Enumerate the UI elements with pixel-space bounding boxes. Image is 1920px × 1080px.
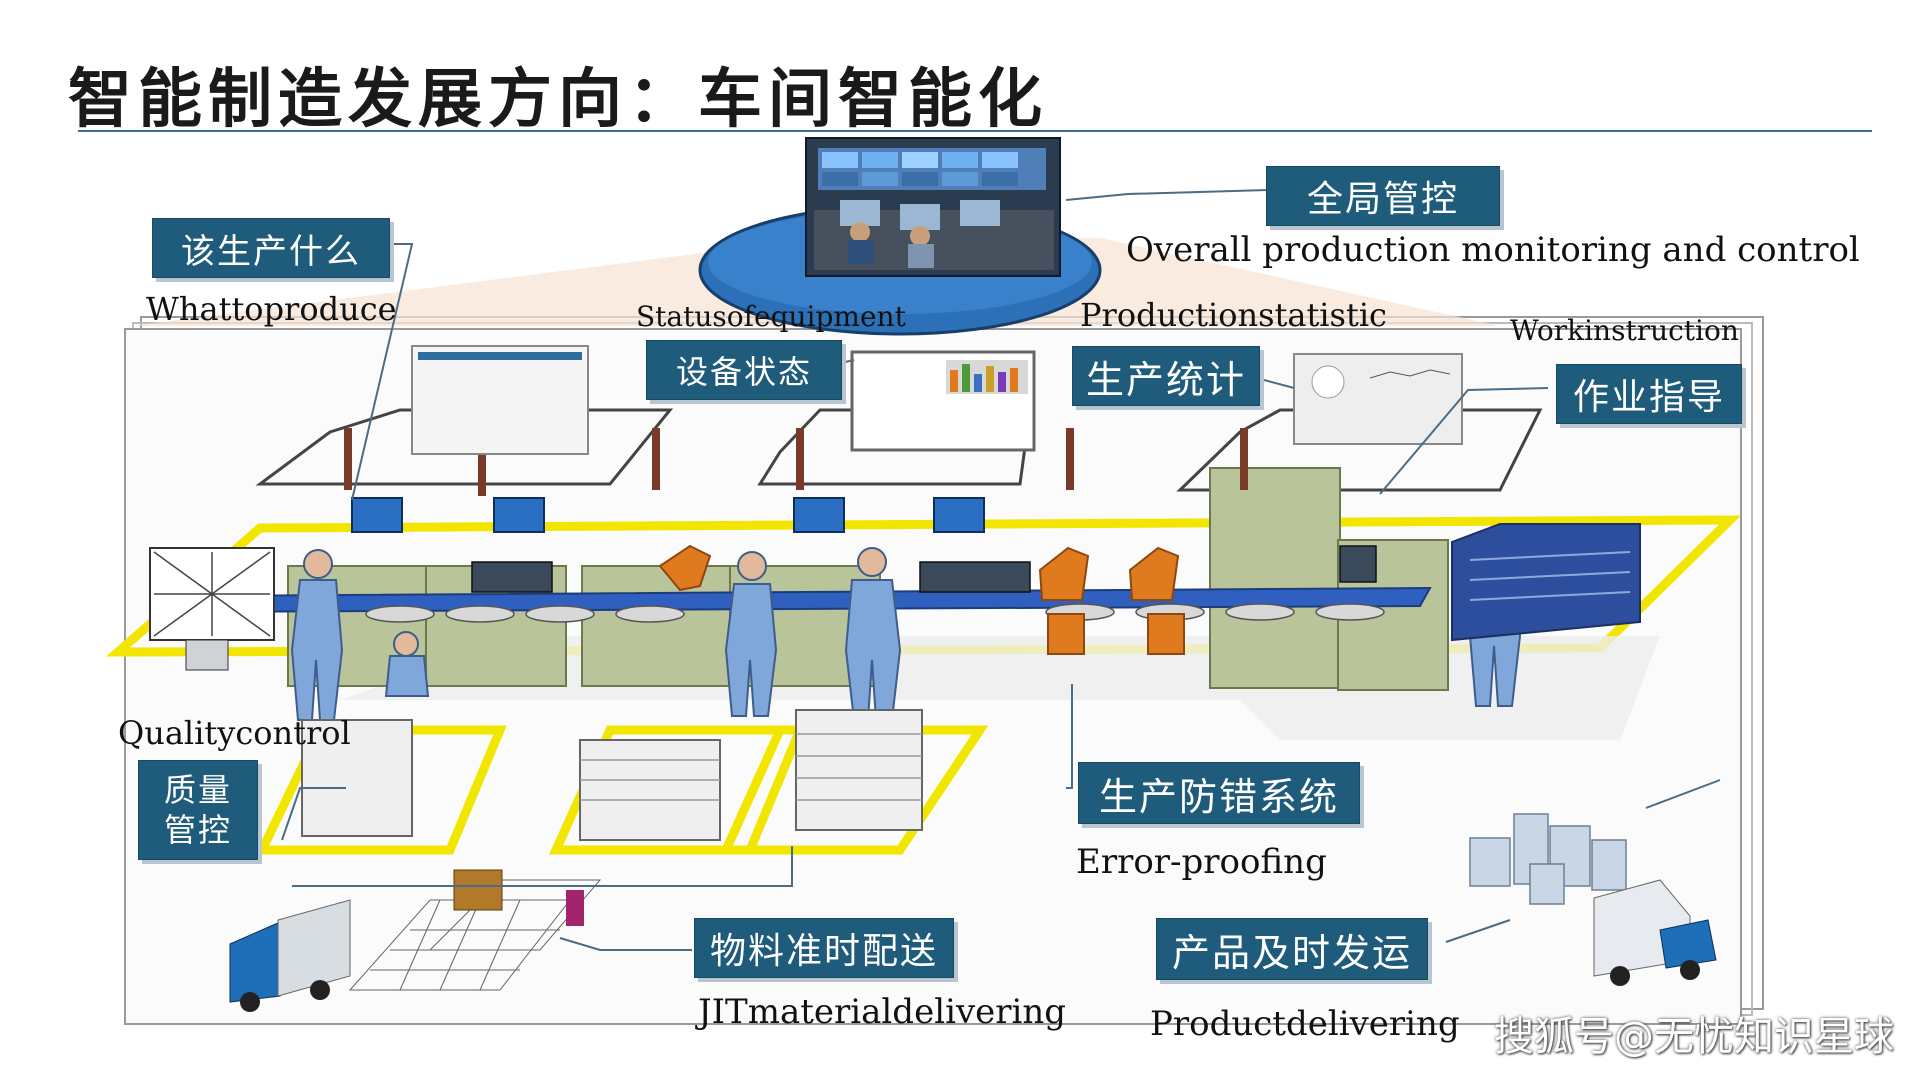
robot-arms <box>658 544 1185 655</box>
product-delivery-caption: Productdelivering <box>1150 1004 1460 1044</box>
delivery-truck-left <box>229 899 351 1012</box>
quality-control-box: 质量管控 <box>138 760 258 860</box>
control-panels <box>471 545 1377 593</box>
watermark: 搜狐号@无忧知识星球 <box>1494 1014 1894 1060</box>
material-carts <box>301 709 923 841</box>
status-screens <box>411 345 1463 455</box>
pallet-crate <box>453 869 503 911</box>
quality-control-caption: Qualitycontrol <box>118 714 351 752</box>
what-to-produce-box: 该生产什么 <box>152 218 390 278</box>
work-instruction-caption: Workinstruction <box>1510 314 1739 347</box>
production-statistic-caption: Productionstatistic <box>1080 296 1387 334</box>
control-room-photo <box>805 137 1061 277</box>
hanging-monitors <box>351 497 985 533</box>
jit-delivery-box: 物料准时配送 <box>694 918 954 978</box>
equipment-status-caption: Statusofequipment <box>636 300 906 333</box>
jit-delivery-caption: JITmaterialdelivering <box>698 992 1067 1032</box>
product-delivery-box: 产品及时发运 <box>1156 918 1428 980</box>
andon-lights <box>344 428 1248 496</box>
equipment-status-box: 设备状态 <box>646 340 842 400</box>
production-statistic-box: 生产统计 <box>1072 346 1260 406</box>
overall-control-box: 全局管控 <box>1266 166 1500 226</box>
quality-station <box>149 547 275 671</box>
title-underline <box>78 130 1872 132</box>
overall-control-caption: Overall production monitoring and contro… <box>1126 230 1860 270</box>
page-title: 智能制造发展方向：车间智能化 <box>68 63 1048 137</box>
delivery-truck-right <box>1593 879 1717 986</box>
error-proofing-caption: Error-proofing <box>1076 842 1327 882</box>
what-to-produce-caption: Whattoproduce <box>146 290 397 328</box>
city-buildings <box>1469 813 1627 905</box>
storage-rack <box>1451 523 1641 642</box>
work-instruction-box: 作业指导 <box>1556 364 1742 424</box>
error-proofing-box: 生产防错系统 <box>1078 762 1360 824</box>
